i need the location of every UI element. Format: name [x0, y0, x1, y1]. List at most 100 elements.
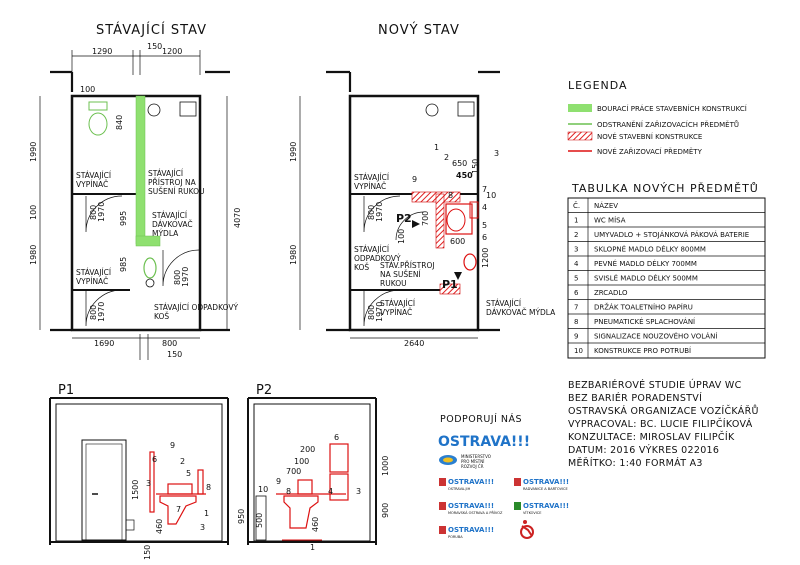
svg-text:KOŠ: KOŠ — [154, 312, 169, 321]
door-elevation — [81, 439, 127, 541]
svg-text:9: 9 — [170, 441, 175, 450]
svg-text:460: 460 — [311, 517, 320, 532]
coat-of-arms-icon — [514, 502, 521, 510]
dim-4070: 4070 — [233, 208, 242, 228]
svg-text:OSTRAVA-JIH: OSTRAVA-JIH — [448, 487, 471, 491]
svg-text:200: 200 — [300, 445, 315, 454]
ostrava-main-logo: OSTRAVA!!! — [438, 434, 530, 450]
svg-text:ROZVOJ ČR: ROZVOJ ČR — [461, 464, 484, 469]
legend: LEGENDA BOURACÍ PRÁCE STAVEBNÍCH KONSTRU… — [567, 79, 747, 156]
coat-of-arms-icon — [439, 526, 446, 534]
svg-text:VYPÍNAČ: VYPÍNAČ — [76, 277, 108, 286]
svg-text:900: 900 — [381, 503, 390, 518]
svg-text:BOURACÍ PRÁCE STAVEBNÍCH KONST: BOURACÍ PRÁCE STAVEBNÍCH KONSTRUKCÍ — [597, 104, 747, 113]
svg-text:1970: 1970 — [97, 302, 106, 322]
legend-title: LEGENDA — [568, 79, 628, 92]
svg-text:1970: 1970 — [375, 202, 384, 222]
wheelchair-logo-icon — [520, 520, 534, 539]
dim-100-tl: 100 — [80, 85, 95, 94]
svg-text:3: 3 — [146, 479, 151, 488]
coat-of-arms-icon — [439, 502, 446, 510]
svg-text:995: 995 — [119, 211, 128, 226]
svg-text:800: 800 — [367, 305, 376, 320]
svg-text:1: 1 — [310, 543, 315, 552]
svg-text:2: 2 — [180, 457, 185, 466]
svg-text:9: 9 — [412, 175, 417, 184]
svg-text:4: 4 — [328, 487, 333, 496]
svg-text:950: 950 — [237, 509, 246, 524]
svg-text:1500: 1500 — [131, 480, 140, 500]
table-row-name: SVISLÉ MADLO DÉLKY 500MM — [594, 274, 698, 283]
svg-text:BEZ BARIÉR PORADENSTVÍ: BEZ BARIÉR PORADENSTVÍ — [568, 392, 702, 404]
svg-text:1990: 1990 — [289, 142, 298, 162]
section-marker-p2: P2 — [396, 212, 412, 225]
svg-text:OSTRAVA!!!: OSTRAVA!!! — [448, 478, 494, 486]
svg-text:1: 1 — [434, 143, 439, 152]
svg-text:OSTRAVA!!!: OSTRAVA!!! — [523, 502, 569, 510]
svg-text:1200: 1200 — [481, 248, 490, 268]
sponsors-title: PODPORUJÍ NÁS — [440, 413, 522, 425]
svg-text:MĚŘÍTKO: 1:40 FORMÁT A3: MĚŘÍTKO: 1:40 FORMÁT A3 — [568, 457, 703, 469]
svg-text:7: 7 — [482, 185, 487, 194]
svg-text:3: 3 — [494, 149, 499, 158]
table-row-name: PEVNÉ MADLO DÉLKY 700MM — [594, 259, 697, 268]
table-row-number: 9 — [574, 333, 578, 341]
svg-text:KOŠ: KOŠ — [354, 263, 369, 272]
table-row-name: KONSTRUKCE PRO POTRUBÍ — [594, 346, 691, 355]
legend-swatch-new-construction — [567, 131, 593, 141]
svg-text:VYPÍNAČ: VYPÍNAČ — [354, 182, 386, 191]
svg-text:5: 5 — [482, 221, 487, 230]
table-row-number: 2 — [574, 231, 578, 239]
svg-text:PŘÍSTROJ NA: PŘÍSTROJ NA — [148, 178, 197, 187]
dim-100-left: 100 — [29, 205, 38, 220]
svg-text:500: 500 — [255, 513, 264, 528]
svg-text:ODSTRANĚNÍ ZAŘIZOVACÍCH PŘEDMĚ: ODSTRANĚNÍ ZAŘIZOVACÍCH PŘEDMĚTŮ — [597, 120, 739, 129]
svg-text:SUŠENÍ RUKOU: SUŠENÍ RUKOU — [148, 187, 205, 196]
svg-text:985: 985 — [119, 257, 128, 272]
demolition-partition — [135, 95, 146, 245]
svg-text:PORUBA: PORUBA — [448, 535, 463, 539]
section-marker-p1: P1 — [442, 278, 458, 291]
svg-text:MINISTERSTVO: MINISTERSTVO — [461, 454, 491, 459]
dim-150-top: 150 — [147, 42, 162, 51]
svg-text:RUKOU: RUKOU — [380, 279, 407, 288]
new-state-title: NOVÝ STAV — [378, 22, 460, 38]
p1-title: P1 — [58, 383, 74, 398]
svg-text:RADVANICE A BARTOVICE: RADVANICE A BARTOVICE — [523, 487, 568, 491]
dim-800-bottom: 800 — [162, 339, 177, 348]
svg-text:KONZULTACE: MIROSLAV FILIPČÍK: KONZULTACE: MIROSLAV FILIPČÍK — [568, 431, 735, 443]
svg-text:450: 450 — [456, 171, 473, 180]
dim-1290: 1290 — [92, 47, 112, 56]
svg-text:NA SUŠENÍ: NA SUŠENÍ — [380, 270, 421, 279]
svg-text:DÁVKOVAČ MÝDLA: DÁVKOVAČ MÝDLA — [486, 308, 556, 317]
svg-text:MÝDLA: MÝDLA — [152, 229, 179, 238]
svg-text:800: 800 — [89, 305, 98, 320]
coat-of-arms-icon — [514, 478, 521, 486]
svg-text:ODPADKOVÝ: ODPADKOVÝ — [354, 254, 401, 263]
svg-text:PRO MÍSTNÍ: PRO MÍSTNÍ — [461, 459, 485, 464]
svg-text:800: 800 — [173, 270, 182, 285]
svg-text:1000: 1000 — [381, 456, 390, 476]
table-row-number: 8 — [574, 318, 578, 326]
svg-text:VYPÍNAČ: VYPÍNAČ — [380, 308, 412, 317]
dim-150-bottom: 150 — [167, 350, 182, 359]
svg-text:700: 700 — [421, 211, 430, 226]
svg-text:Č.: Č. — [573, 201, 580, 210]
svg-text:100: 100 — [397, 229, 406, 244]
svg-text:NOVÉ STAVEBNÍ KONSTRUKCE: NOVÉ STAVEBNÍ KONSTRUKCE — [597, 132, 702, 141]
p2-title: P2 — [256, 383, 272, 398]
svg-text:1980: 1980 — [289, 245, 298, 265]
table-row-name: WC MÍSA — [594, 216, 626, 225]
elevation-p1: P1 1500 460 150 9 6 2 5 3 7 8 1 3 — [49, 383, 229, 560]
table-row-number: 7 — [574, 304, 578, 312]
svg-text:100: 100 — [294, 457, 309, 466]
svg-text:600: 600 — [450, 237, 465, 246]
svg-text:STÁVAJÍCÍ: STÁVAJÍCÍ — [486, 299, 521, 308]
toilet-elevation — [159, 495, 197, 525]
svg-text:800: 800 — [367, 205, 376, 220]
svg-text:8: 8 — [286, 487, 291, 496]
svg-text:1: 1 — [204, 509, 209, 518]
svg-text:2640: 2640 — [404, 339, 424, 348]
